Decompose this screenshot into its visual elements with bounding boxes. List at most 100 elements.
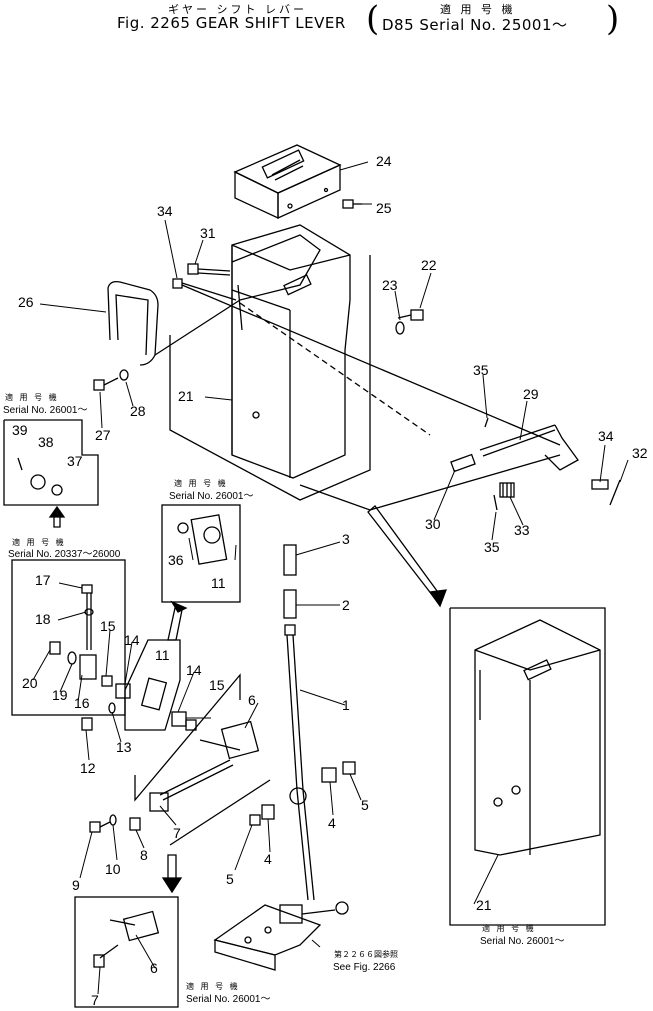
label-20: 20 xyxy=(22,675,38,691)
label-18: 18 xyxy=(35,611,51,627)
label-24: 24 xyxy=(376,153,392,169)
label-12: 12 xyxy=(80,760,96,776)
serial-range: D85 Serial No. 25001～ xyxy=(382,16,568,34)
bolt-31-drawing xyxy=(187,263,231,276)
label-21-inset: 21 xyxy=(476,897,492,913)
spring-15-left-drawing xyxy=(101,675,113,687)
spring-15-right-drawing xyxy=(185,719,197,731)
label-27: 27 xyxy=(95,427,111,443)
inset-box-36-11 xyxy=(161,504,241,603)
label-5-right: 5 xyxy=(361,797,369,813)
label-4-right: 4 xyxy=(328,815,336,831)
label-14-left: 14 xyxy=(124,632,140,648)
label-32: 32 xyxy=(632,445,648,461)
lever-base-drawing xyxy=(213,901,349,971)
bracket-11-drawing xyxy=(140,677,168,711)
sleeve-2-drawing xyxy=(283,589,297,619)
bolt-9-drawing xyxy=(89,821,111,833)
label-37: 37 xyxy=(67,453,83,469)
label-16: 16 xyxy=(74,695,90,711)
note-e-jp: 適 用 号 機 xyxy=(186,981,240,991)
label-14-right: 14 xyxy=(186,662,202,678)
label-11: 11 xyxy=(155,647,170,663)
pin-30-drawing xyxy=(450,453,476,473)
bushing-14-right-drawing xyxy=(171,711,187,727)
label-7: 7 xyxy=(173,825,181,841)
label-34-right: 34 xyxy=(598,428,614,444)
applicable-japanese: 適 用 号 機 xyxy=(440,3,516,16)
label-22: 22 xyxy=(421,257,437,273)
label-21: 21 xyxy=(178,388,194,404)
label-6: 6 xyxy=(248,692,256,708)
label-31: 31 xyxy=(200,225,216,241)
bracket-6-drawing xyxy=(159,720,260,801)
bushing-14-left-drawing xyxy=(115,683,131,699)
dashed-line xyxy=(239,302,431,436)
reference-jp: 第２２６６図参照 xyxy=(334,949,398,959)
assembly-line-b xyxy=(299,454,561,511)
label-3: 3 xyxy=(342,531,350,547)
note-c-jp: 適 用 号 機 xyxy=(174,478,228,488)
label-25: 25 xyxy=(376,200,392,216)
label-15-right: 15 xyxy=(209,677,225,693)
washer-13-drawing xyxy=(108,702,116,714)
spring-5-right-drawing xyxy=(342,761,356,775)
hatched-arrow-up xyxy=(167,600,188,641)
reference-text: See Fig. 2266 xyxy=(333,962,396,973)
hatched-arrow-right xyxy=(367,505,447,608)
label-17: 17 xyxy=(35,572,51,588)
label-8: 8 xyxy=(140,847,148,863)
close-paren: ) xyxy=(606,0,620,39)
assembly-6-outline-b xyxy=(169,779,271,846)
note-d-serial: Serial No. 26001～ xyxy=(480,936,565,947)
label-6-inset: 6 xyxy=(150,960,158,976)
grip-3-drawing xyxy=(283,544,297,576)
note-d-jp: 適 用 号 機 xyxy=(482,923,536,933)
washer-28-drawing xyxy=(119,369,129,381)
hatched-arrow-left-up xyxy=(48,505,66,528)
label-33: 33 xyxy=(514,522,530,538)
label-28: 28 xyxy=(130,403,146,419)
label-29: 29 xyxy=(523,386,539,402)
label-35-top: 35 xyxy=(473,362,489,378)
bolt-12-drawing xyxy=(81,717,93,731)
figure-title: Fig. 2265 GEAR SHIFT LEVER xyxy=(117,14,346,32)
note-c-serial: Serial No. 26001～ xyxy=(169,491,254,502)
grease-fitting-8-drawing xyxy=(129,817,141,831)
spring-33-drawing xyxy=(499,482,515,498)
inset-box-6-7 xyxy=(74,896,179,1008)
washer-23-drawing xyxy=(395,321,405,335)
label-15-left: 15 xyxy=(100,618,116,634)
bolt-34-left-drawing xyxy=(172,278,237,301)
label-38: 38 xyxy=(38,434,54,450)
title-japanese: ギヤー シフト レバー xyxy=(168,3,307,16)
cotter-32-drawing xyxy=(609,479,621,506)
label-26: 26 xyxy=(18,294,34,310)
label-10: 10 xyxy=(105,861,121,877)
label-7-inset: 7 xyxy=(91,992,99,1008)
inset-box-37-39 xyxy=(3,419,99,506)
note-e-serial: Serial No. 26001～ xyxy=(186,994,271,1005)
label-35-bottom: 35 xyxy=(484,539,500,555)
label-34-left: 34 xyxy=(157,203,173,219)
label-19: 19 xyxy=(52,687,68,703)
label-23: 23 xyxy=(382,277,398,293)
spring-5-left-drawing xyxy=(249,814,261,826)
group-11-outline xyxy=(124,639,181,731)
leader-lines xyxy=(32,161,629,995)
label-11-inset: 11 xyxy=(211,575,226,591)
label-30: 30 xyxy=(425,516,441,532)
pin-35-bottom-drawing xyxy=(493,494,498,511)
lever-1-drawing xyxy=(284,624,315,901)
inset-box-housing xyxy=(449,607,606,926)
note-b-jp: 適 用 号 機 xyxy=(12,537,66,547)
plate-7-drawing xyxy=(149,792,169,812)
label-5-left: 5 xyxy=(226,871,234,887)
note-b-serial: Serial No. 20337～26000 xyxy=(8,549,121,560)
open-paren: ( xyxy=(366,0,380,39)
label-9: 9 xyxy=(72,877,80,893)
label-4-left: 4 xyxy=(264,851,272,867)
hatched-arrow-down xyxy=(161,854,183,894)
applicability-notes: 適 用 号 機 Serial No. 26001～ 適 用 号 機 Serial… xyxy=(3,392,565,1005)
